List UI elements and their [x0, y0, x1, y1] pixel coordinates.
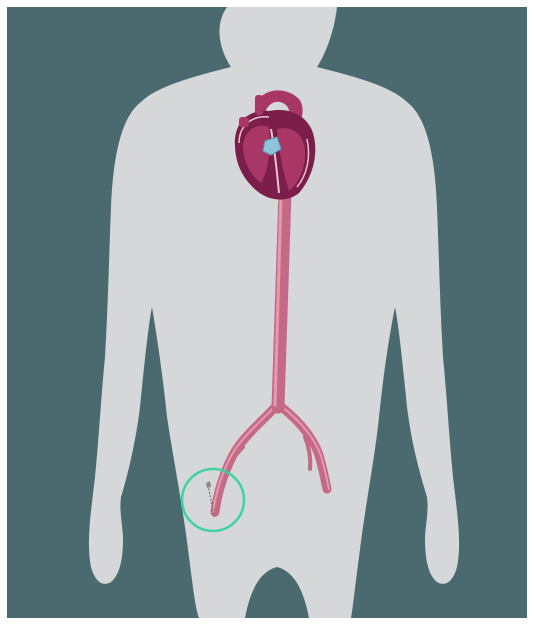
pulmonary-vessel: [255, 95, 263, 115]
tavi-diagram: [7, 7, 527, 618]
pulmonary-vessel-2: [239, 117, 249, 127]
illustration-frame: [7, 7, 527, 618]
